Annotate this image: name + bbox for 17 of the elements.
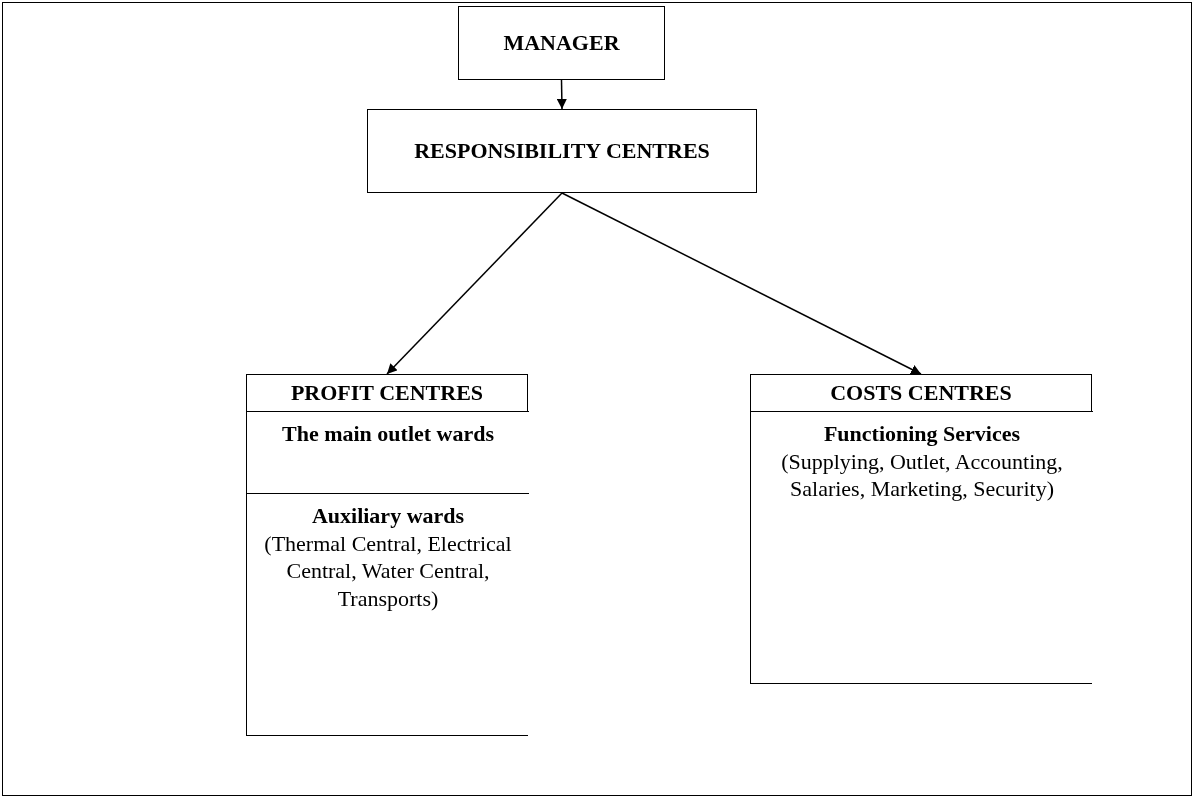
heading-text: Auxiliary wards bbox=[311, 502, 465, 530]
body-text: (Thermal Central, Electrical Central, Water Central, Transports) bbox=[263, 529, 513, 612]
group-box bbox=[246, 374, 528, 736]
section-box bbox=[247, 411, 529, 493]
heading-text: PROFIT CENTRES bbox=[290, 379, 484, 407]
process-box bbox=[367, 109, 757, 193]
body-text: (Supplying, Outlet, Accounting, Salaries, Marketing, Security) bbox=[780, 447, 1064, 503]
section-box bbox=[247, 493, 529, 735]
heading-text: Functioning Services bbox=[823, 420, 1021, 448]
heading-text: COSTS CENTRES bbox=[830, 379, 1012, 407]
process-box bbox=[458, 6, 665, 80]
heading-text: RESPONSIBILITY CENTRES bbox=[414, 137, 710, 165]
arrow bbox=[556, 79, 567, 110]
arrow bbox=[386, 192, 563, 375]
heading-text: The main outlet wards bbox=[281, 420, 495, 448]
arrow bbox=[561, 192, 922, 375]
heading-text: MANAGER bbox=[503, 29, 620, 57]
